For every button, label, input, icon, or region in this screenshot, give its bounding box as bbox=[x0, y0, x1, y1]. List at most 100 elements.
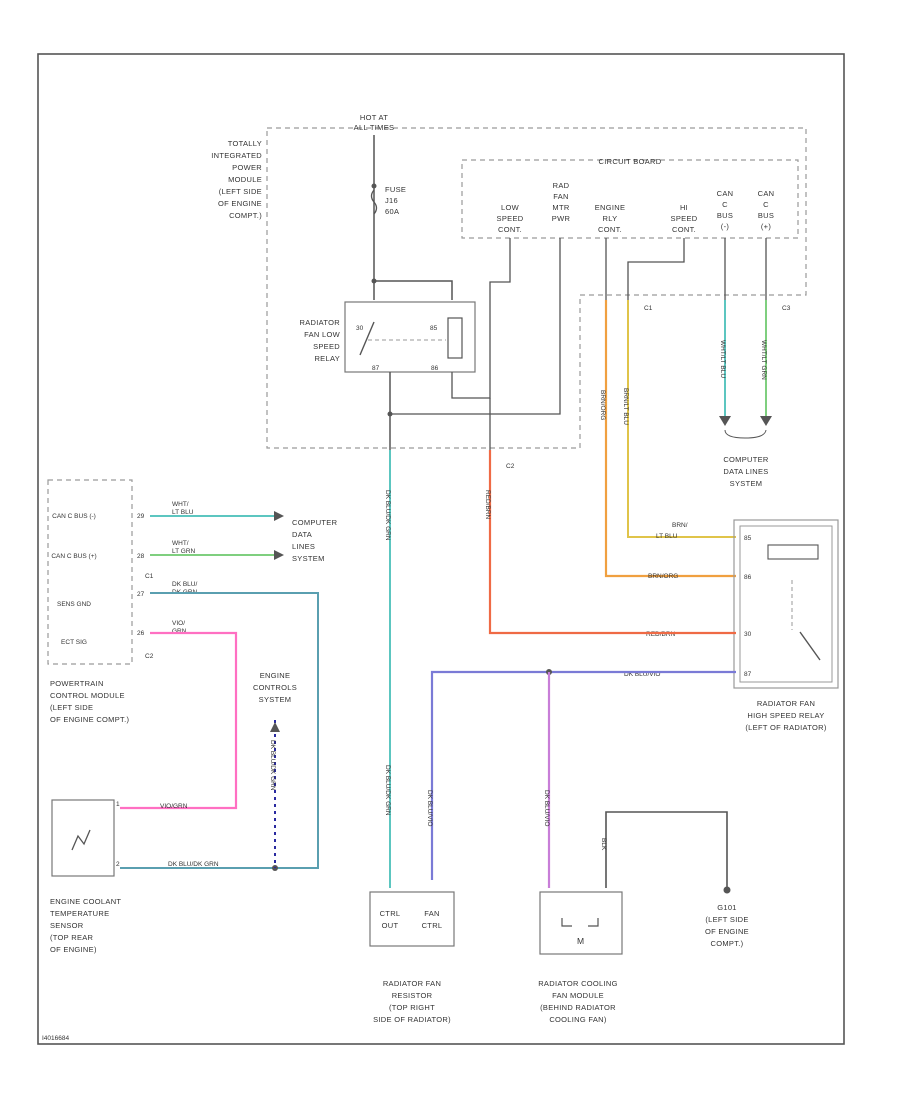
ect-thermistor-icon bbox=[71, 829, 91, 851]
svg-text:ECT SIG: ECT SIG bbox=[61, 639, 87, 646]
pcm-c1: C1 bbox=[145, 573, 154, 580]
svg-text:FAN: FAN bbox=[424, 909, 440, 918]
svg-text:PWR: PWR bbox=[552, 214, 571, 223]
can-arrow-left bbox=[719, 416, 731, 426]
svg-text:OUT: OUT bbox=[382, 921, 399, 930]
connector-c2-label: C2 bbox=[506, 463, 515, 470]
ect-pin-1: 1 bbox=[116, 801, 120, 808]
svg-text:WHT/: WHT/ bbox=[172, 540, 189, 547]
svg-text:BUS: BUS bbox=[717, 211, 733, 220]
svg-text:CONT.: CONT. bbox=[498, 225, 522, 234]
relay-pin-30: 30 bbox=[356, 325, 364, 332]
svg-text:COMPUTER: COMPUTER bbox=[292, 518, 338, 527]
svg-text:LINES: LINES bbox=[292, 542, 315, 551]
svg-text:COOLING FAN): COOLING FAN) bbox=[549, 1015, 607, 1024]
svg-text:SYSTEM: SYSTEM bbox=[730, 479, 763, 488]
ect-sig-wire bbox=[120, 631, 238, 810]
svg-text:LT GRN: LT GRN bbox=[172, 548, 196, 555]
pcm-pin-numbers: 29 28 27 26 bbox=[137, 513, 145, 637]
pcm-wire-labels: WHT/ LT BLU WHT/ LT GRN DK BLU/ DK GRN V… bbox=[172, 501, 198, 635]
resistor-label: RADIATOR FAN RESISTOR (TOP RIGHT SIDE OF… bbox=[373, 979, 451, 1024]
relay-coil bbox=[447, 317, 463, 359]
svg-text:OF ENGINE: OF ENGINE bbox=[705, 927, 749, 936]
fuse-label: FUSE J16 60A bbox=[385, 185, 406, 216]
svg-text:(BEHIND RADIATOR: (BEHIND RADIATOR bbox=[540, 1003, 616, 1012]
svg-text:SYSTEM: SYSTEM bbox=[292, 554, 325, 563]
svg-text:BUS: BUS bbox=[758, 211, 774, 220]
diagram-frame bbox=[37, 53, 845, 1045]
computer-data-lines-right: COMPUTER DATA LINES SYSTEM bbox=[723, 455, 769, 488]
hi-wire-brnorg: BRN/ORG bbox=[648, 573, 678, 580]
svg-text:28: 28 bbox=[137, 553, 145, 560]
svg-text:CAN C BUS (-): CAN C BUS (-) bbox=[52, 513, 96, 520]
svg-text:(+): (+) bbox=[761, 222, 771, 231]
svg-text:CONT.: CONT. bbox=[598, 225, 622, 234]
all-times-label: ALL TIMES bbox=[354, 123, 395, 132]
svg-text:29: 29 bbox=[137, 513, 145, 520]
svg-text:86: 86 bbox=[744, 574, 752, 581]
svg-text:85: 85 bbox=[744, 535, 752, 542]
svg-text:CTRL: CTRL bbox=[380, 909, 401, 918]
dk-blu-grn-vlabel-low: DK BLU/DK GRN bbox=[384, 765, 391, 816]
svg-text:(LEFT SIDE: (LEFT SIDE bbox=[219, 187, 262, 196]
svg-text:RELAY: RELAY bbox=[314, 354, 340, 363]
relay-pin-86: 86 bbox=[431, 365, 439, 372]
sens-gnd-label: DK BLU/DK GRN bbox=[168, 861, 219, 868]
svg-text:RLY: RLY bbox=[603, 214, 618, 223]
svg-text:87: 87 bbox=[744, 671, 752, 678]
wht-lt-blu-vlabel: WHT/LT BLU bbox=[719, 340, 726, 378]
circuit-board-label: CIRCUIT BOARD bbox=[599, 157, 662, 166]
fan-module-label: RADIATOR COOLING FAN MODULE (BEHIND RADI… bbox=[538, 979, 617, 1024]
board-signal-labels: LOW SPEED CONT. RAD FAN MTR PWR ENGINE R… bbox=[497, 181, 775, 234]
dk-blu-vio-vlabel: DK BLU/VIO bbox=[426, 790, 433, 826]
fan-power-wire bbox=[374, 280, 453, 300]
svg-text:DATA: DATA bbox=[292, 530, 312, 539]
pcm-c2: C2 bbox=[145, 653, 154, 660]
data-lines-brace bbox=[724, 429, 767, 439]
svg-text:GRN: GRN bbox=[172, 628, 187, 635]
fan-motor-symbol: M bbox=[577, 936, 584, 946]
fan-module bbox=[539, 891, 623, 955]
svg-text:CONTROLS: CONTROLS bbox=[253, 683, 297, 692]
hi-wire-redbrn: RED/BRN bbox=[646, 631, 676, 638]
ground-label: G101 (LEFT SIDE OF ENGINE COMPT.) bbox=[705, 903, 749, 948]
fuse-icon bbox=[370, 189, 378, 215]
tipm-label: TOTALLY INTEGRATED POWER MODULE (LEFT SI… bbox=[211, 139, 262, 220]
svg-text:SPEED: SPEED bbox=[497, 214, 524, 223]
svg-text:TOTALLY: TOTALLY bbox=[228, 139, 262, 148]
svg-text:INTEGRATED: INTEGRATED bbox=[211, 151, 262, 160]
hi-relay-switch bbox=[799, 631, 821, 661]
low-speed-relay bbox=[344, 301, 476, 373]
svg-text:LT BLU: LT BLU bbox=[172, 509, 194, 516]
pcm-arrow-2 bbox=[274, 550, 284, 560]
brn-lt-blu-vlabel: BRN/LT BLU bbox=[622, 388, 629, 425]
svg-text:OF ENGINE: OF ENGINE bbox=[218, 199, 262, 208]
pcm-label: POWERTRAIN CONTROL MODULE (LEFT SIDE OF … bbox=[50, 679, 129, 724]
svg-text:SPEED: SPEED bbox=[671, 214, 698, 223]
svg-text:OF ENGINE): OF ENGINE) bbox=[50, 945, 97, 954]
dk-blu-grn-vlabel: DK BLU/DK GRN bbox=[384, 490, 391, 541]
svg-text:(TOP RIGHT: (TOP RIGHT bbox=[389, 1003, 435, 1012]
svg-text:COMPUTER: COMPUTER bbox=[723, 455, 769, 464]
dk-blu-vio-wire bbox=[430, 670, 736, 880]
relay-pin-85: 85 bbox=[430, 325, 438, 332]
ect-pin-2: 2 bbox=[116, 861, 120, 868]
can-arrow-right bbox=[760, 416, 772, 426]
computer-data-lines-left: COMPUTER DATA LINES SYSTEM bbox=[292, 518, 338, 563]
resistor-pin-labels: CTRL OUT FAN CTRL bbox=[380, 909, 442, 930]
svg-text:ENGINE COOLANT: ENGINE COOLANT bbox=[50, 897, 121, 906]
svg-text:27: 27 bbox=[137, 591, 145, 598]
red-brn-wire bbox=[488, 450, 736, 635]
ect-sig-label: VIO/GRN bbox=[160, 803, 188, 810]
svg-text:FAN LOW: FAN LOW bbox=[304, 330, 340, 339]
svg-text:SPEED: SPEED bbox=[313, 342, 340, 351]
tipm-box bbox=[266, 127, 807, 449]
svg-text:60A: 60A bbox=[385, 207, 399, 216]
svg-text:TEMPERATURE: TEMPERATURE bbox=[50, 909, 109, 918]
svg-text:CAN: CAN bbox=[717, 189, 734, 198]
high-speed-relay bbox=[733, 519, 839, 689]
svg-text:MTR: MTR bbox=[552, 203, 569, 212]
connector-c3-label: C3 bbox=[782, 305, 791, 312]
figure-id: I4016684 bbox=[42, 1035, 69, 1042]
svg-text:(LEFT OF RADIATOR): (LEFT OF RADIATOR) bbox=[745, 723, 826, 732]
